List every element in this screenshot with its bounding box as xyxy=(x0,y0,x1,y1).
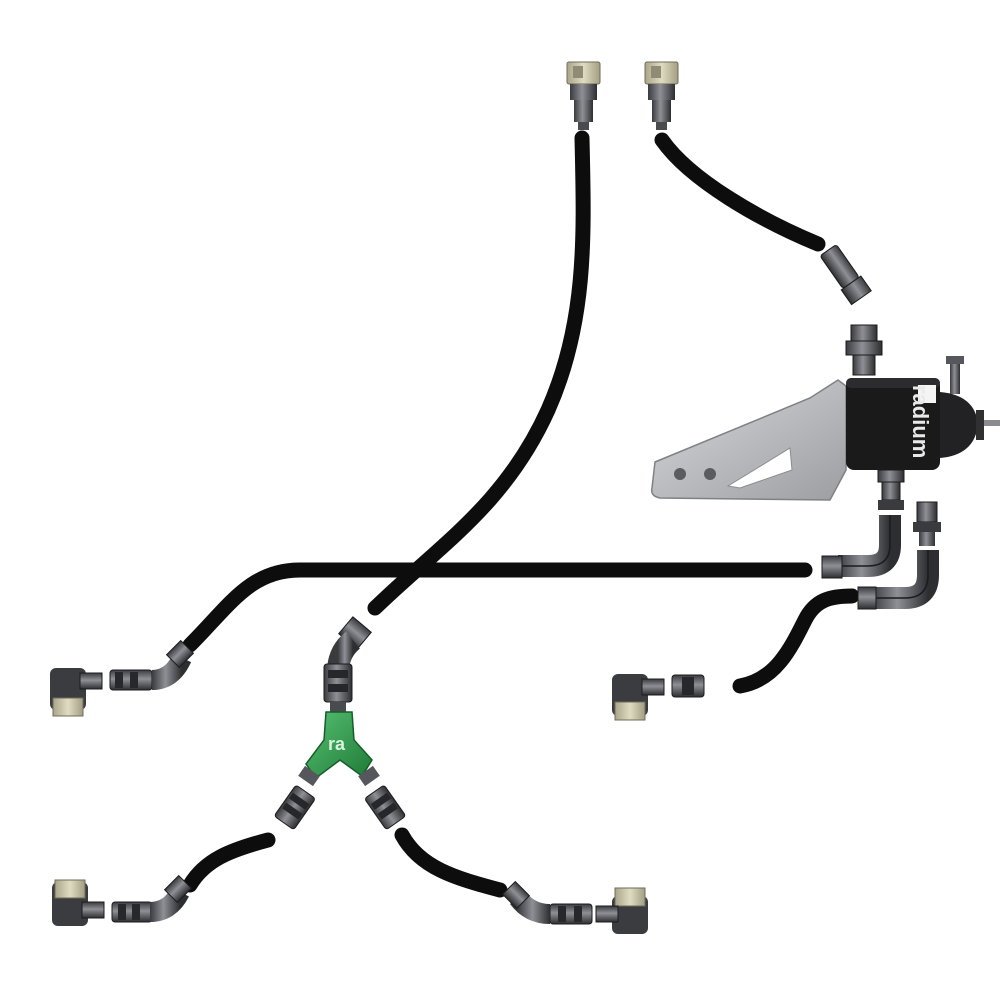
y-right-hose-end xyxy=(365,785,406,830)
regulator-logo: radium xyxy=(908,385,933,458)
hose-inlet-to-regulator xyxy=(654,132,826,252)
y-left-hose-end xyxy=(274,785,315,830)
inlet-fitting-right xyxy=(644,61,679,130)
hose-long-return xyxy=(182,562,813,653)
rail-port-left xyxy=(50,639,195,717)
hoses xyxy=(182,130,860,898)
hose-y-right-branch xyxy=(394,827,508,898)
hose-y-left-branch xyxy=(182,832,276,893)
feed-hose-end-to-y xyxy=(323,616,372,712)
inlet-fitting-left xyxy=(566,61,601,130)
hose-main-feed xyxy=(367,130,591,616)
elbow-hose-end-upper xyxy=(821,515,901,579)
regulator-outlet-fittings xyxy=(877,469,941,546)
rail-port-right xyxy=(612,674,705,721)
y-block: ra xyxy=(298,711,380,787)
regulator-inlet-hose-end xyxy=(820,245,883,376)
fuel-pressure-regulator: radium xyxy=(846,356,1000,470)
rail-port-bottom-left xyxy=(52,874,193,926)
mounting-bracket xyxy=(650,379,847,501)
y-block-logo: ra xyxy=(328,734,346,754)
rail-port-bottom-right xyxy=(501,880,648,934)
hose-return-to-right-port xyxy=(732,588,860,694)
elbow-hose-end-lower xyxy=(857,550,939,610)
